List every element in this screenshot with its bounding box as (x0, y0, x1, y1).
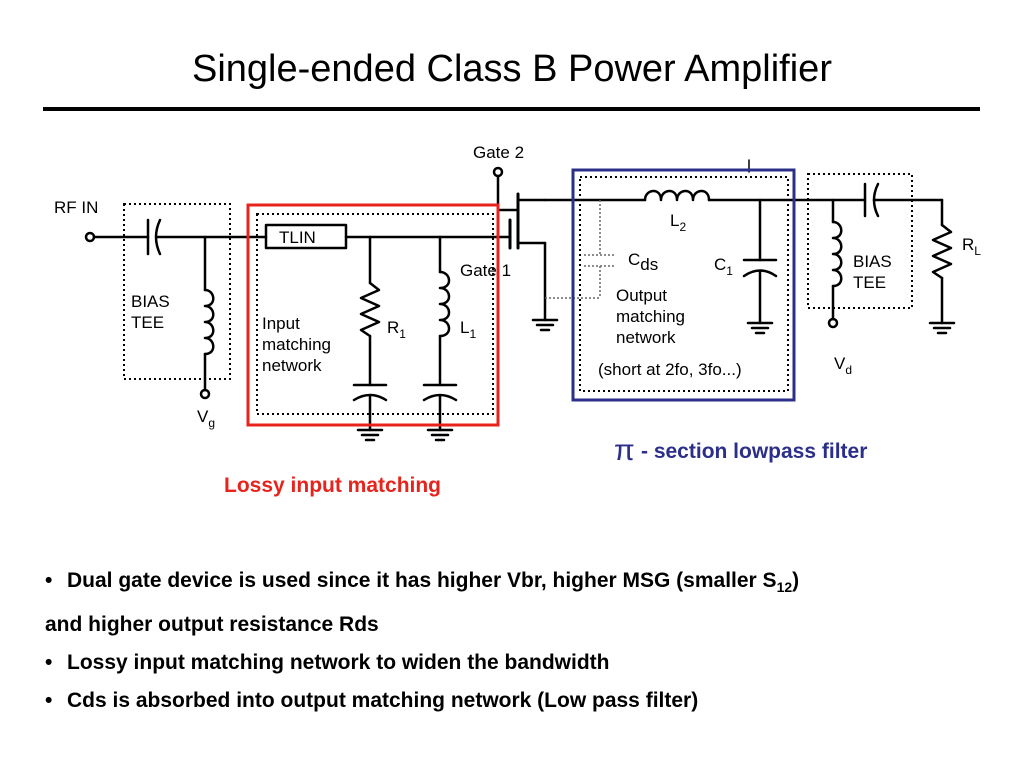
bullet-item-cds: • Cds is absorbed into output matching ne… (45, 682, 995, 720)
bullet-text: Cds is absorbed into output matching net… (67, 689, 699, 712)
pi-symbol: π (614, 434, 635, 467)
amplifier-circuit-diagram: RF IN Gate 2 Gate 1 TLIN BIAS TEE BIAS T… (54, 143, 981, 497)
gate2-terminal (492, 166, 504, 178)
bias-tee-output-label-line2: TEE (853, 273, 886, 292)
l2-label: L2 (670, 211, 686, 234)
l1-inductor (438, 270, 451, 338)
title-underline (43, 107, 980, 111)
bullet-marker: • (45, 569, 53, 592)
gate2-label: Gate 2 (473, 143, 524, 162)
r1-label: R1 (387, 318, 406, 341)
vd-terminal (827, 317, 839, 329)
bullet-subscript: 12 (776, 579, 793, 595)
bullet-marker: • (45, 651, 53, 674)
bullet-text: Dual gate device is used since it has hi… (67, 569, 777, 592)
bias-tee-input-label-line1: BIAS (131, 292, 170, 311)
bullet-list: • Dual gate device is used since it has h… (45, 562, 995, 720)
bullet-marker: • (45, 689, 53, 712)
input-matching-network-box (246, 203, 500, 427)
r1-resistor (359, 281, 381, 338)
vg-terminal (199, 388, 211, 400)
bullet-continuation: and higher output resistance Rds (45, 613, 379, 636)
slide-title: Single-ended Class B Power Amplifier (192, 48, 832, 90)
rl-resistor (931, 223, 953, 280)
output-matching-network-box (571, 168, 796, 402)
bias-tee-output-label-line1: BIAS (853, 252, 892, 271)
vd-label: Vd (834, 354, 852, 377)
vg-label: Vg (197, 407, 215, 430)
bullet-item-lossy: • Lossy input matching network to widen t… (45, 644, 995, 682)
output-bias-tee-box (807, 173, 913, 309)
cds-label: Cds (628, 250, 658, 274)
input-network-label-line1: Input (262, 314, 300, 333)
l2-inductor (643, 189, 711, 202)
output-network-label-line3: network (616, 328, 676, 347)
pi-section-caption: - section lowpass filter (641, 440, 867, 463)
l1-label: L1 (460, 318, 476, 341)
output-network-label-line4: (short at 2fo, 3fo...) (598, 360, 742, 379)
rf-in-label: RF IN (54, 198, 98, 217)
cds-parasitic-capacitor (545, 200, 616, 299)
input-network-label-line2: matching (262, 335, 331, 354)
input-bias-tee-inductor (203, 288, 215, 356)
rl-label: RL (962, 235, 981, 258)
tlin-label: TLIN (279, 228, 316, 247)
lossy-input-caption: Lossy input matching (224, 474, 441, 497)
bias-tee-input-label-line2: TEE (131, 313, 164, 332)
output-network-label-line1: Output (616, 286, 667, 305)
gate1-label: Gate 1 (460, 261, 511, 280)
bullet-text-end: ) (792, 569, 800, 592)
output-network-label-line2: matching (616, 307, 685, 326)
output-bias-tee-inductor (831, 220, 843, 288)
bullet-text: Lossy input matching network to widen th… (67, 651, 610, 674)
output-network-inner-box (579, 176, 789, 392)
c1-label: C1 (714, 255, 733, 278)
input-network-inner-box (256, 213, 494, 415)
bullet-item-dual-gate: • Dual gate device is used since it has h… (45, 562, 995, 606)
input-network-label-line3: network (262, 356, 322, 375)
